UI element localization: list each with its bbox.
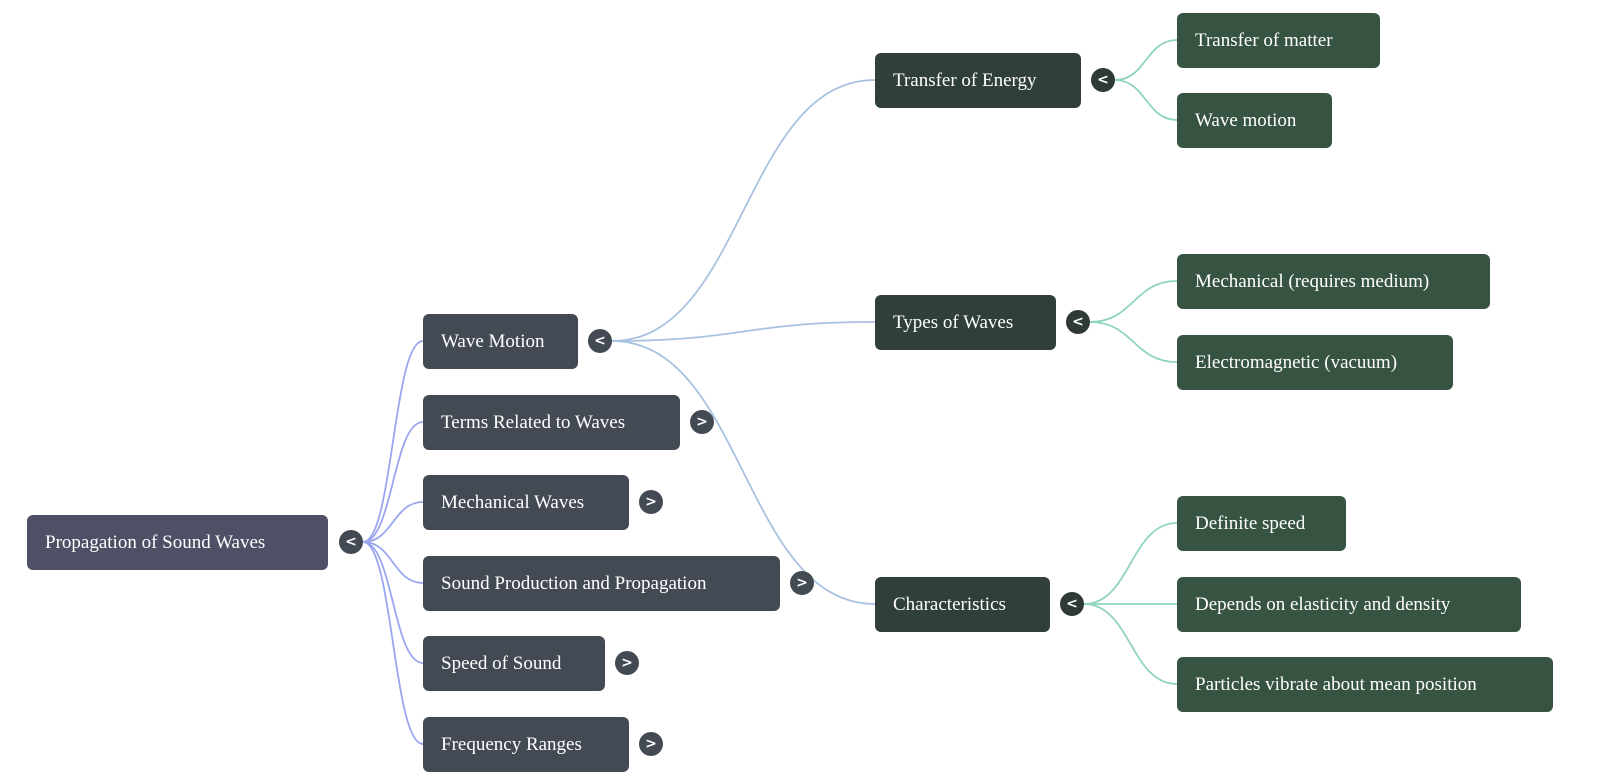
root-node[interactable]: Propagation of Sound Waves	[27, 515, 328, 570]
edge-root-branch-4	[362, 541, 424, 664]
branch-terms-related-to-waves[interactable]: Terms Related to Waves	[423, 395, 680, 450]
leaf-label: Particles vibrate about mean position	[1195, 674, 1477, 695]
edge-root-branch-2	[362, 501, 424, 543]
edge-characteristics-leaf-0	[1083, 522, 1178, 605]
branch-frequency-ranges[interactable]: Frequency Ranges	[423, 717, 629, 772]
edge-root-branch-5	[362, 541, 424, 745]
leaf-wave-motion[interactable]: Wave motion	[1177, 93, 1332, 148]
collapse-toggle-root[interactable]: <	[339, 530, 363, 554]
branch-speed-of-sound[interactable]: Speed of Sound	[423, 636, 605, 691]
leaf-elasticity-density[interactable]: Depends on elasticity and density	[1177, 577, 1521, 632]
leaf-label: Depends on elasticity and density	[1195, 594, 1451, 615]
expand-toggle-frequency-ranges[interactable]: >	[639, 732, 663, 756]
leaf-label: Wave motion	[1195, 110, 1297, 131]
collapse-toggle-wave-motion[interactable]: <	[588, 329, 612, 353]
collapse-toggle-types-of-waves[interactable]: <	[1066, 310, 1090, 334]
branch-label: Terms Related to Waves	[441, 412, 626, 433]
branch-label: Frequency Ranges	[441, 734, 582, 755]
edge-wave-motion-child-1	[611, 321, 876, 342]
edge-root-branch-0	[362, 340, 424, 543]
node-label: Characteristics	[893, 594, 1006, 615]
leaf-label: Definite speed	[1195, 513, 1306, 534]
branch-label: Sound Production and Propagation	[441, 573, 707, 594]
edge-types-leaf-0	[1089, 280, 1178, 323]
root-label: Propagation of Sound Waves	[45, 532, 266, 553]
edge-wave-motion-child-0	[611, 79, 876, 342]
edge-characteristics-leaf-2	[1083, 603, 1178, 685]
expand-toggle-sound-production[interactable]: >	[790, 571, 814, 595]
leaf-label: Transfer of matter	[1195, 30, 1333, 51]
leaf-definite-speed[interactable]: Definite speed	[1177, 496, 1346, 551]
edge-energy-leaf-1	[1114, 79, 1178, 121]
expand-toggle-mechanical-waves[interactable]: >	[639, 490, 663, 514]
branch-mechanical-waves[interactable]: Mechanical Waves	[423, 475, 629, 530]
edge-energy-leaf-0	[1114, 39, 1178, 81]
edge-wave-motion-child-2	[611, 340, 876, 605]
node-transfer-of-energy[interactable]: Transfer of Energy	[875, 53, 1081, 108]
edge-root-branch-3	[362, 541, 424, 584]
node-types-of-waves[interactable]: Types of Waves	[875, 295, 1056, 350]
node-label: Types of Waves	[893, 312, 1014, 333]
leaf-label: Electromagnetic (vacuum)	[1195, 352, 1398, 373]
branch-label: Wave Motion	[441, 331, 545, 352]
leaf-mechanical-requires-medium[interactable]: Mechanical (requires medium)	[1177, 254, 1490, 309]
leaf-label: Mechanical (requires medium)	[1195, 271, 1430, 292]
leaf-transfer-of-matter[interactable]: Transfer of matter	[1177, 13, 1380, 68]
collapse-toggle-transfer-of-energy[interactable]: <	[1091, 68, 1115, 92]
leaf-electromagnetic-vacuum[interactable]: Electromagnetic (vacuum)	[1177, 335, 1453, 390]
node-characteristics[interactable]: Characteristics	[875, 577, 1050, 632]
node-label: Transfer of Energy	[893, 70, 1037, 91]
edge-types-leaf-1	[1089, 321, 1178, 363]
leaf-particles-vibrate[interactable]: Particles vibrate about mean position	[1177, 657, 1553, 712]
branch-wave-motion[interactable]: Wave Motion	[423, 314, 578, 369]
branch-label: Mechanical Waves	[441, 492, 585, 513]
branch-sound-production[interactable]: Sound Production and Propagation	[423, 556, 780, 611]
edge-root-branch-1	[362, 421, 424, 543]
branch-label: Speed of Sound	[441, 653, 562, 674]
collapse-toggle-characteristics[interactable]: <	[1060, 592, 1084, 616]
expand-toggle-terms[interactable]: >	[690, 410, 714, 434]
expand-toggle-speed-of-sound[interactable]: >	[615, 651, 639, 675]
